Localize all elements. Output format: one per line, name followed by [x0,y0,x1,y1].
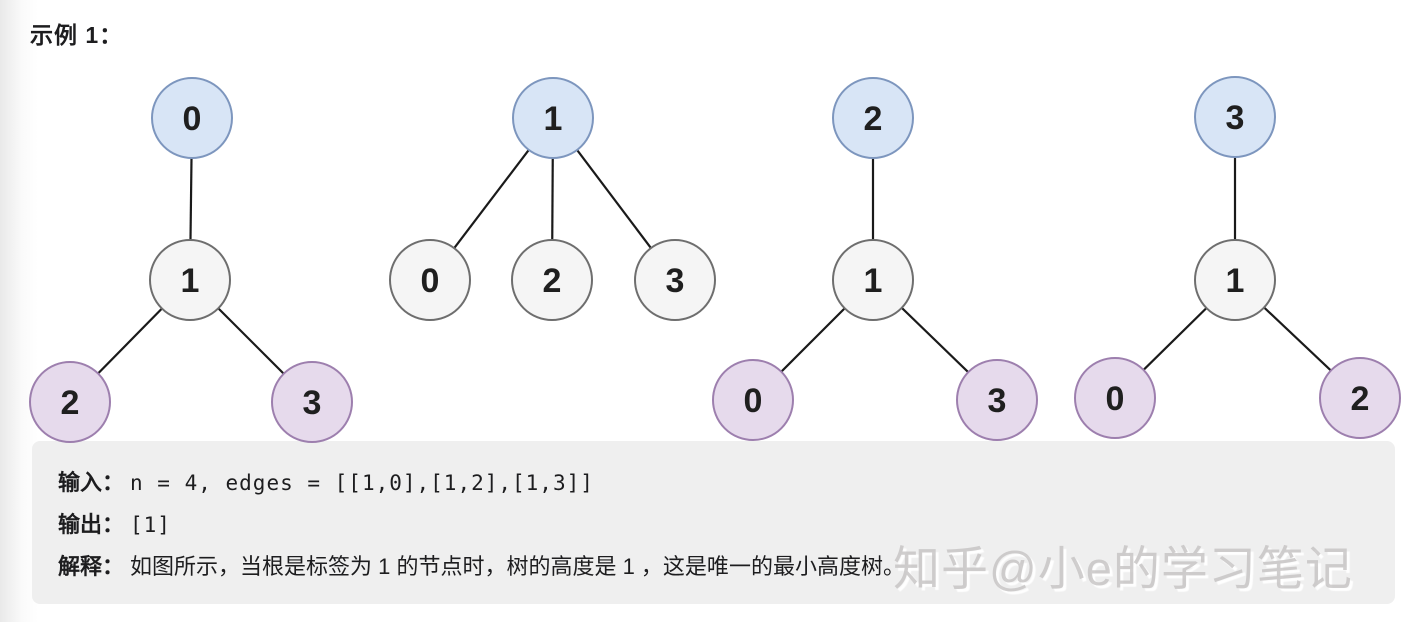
tree1-node-1-circle [512,77,594,159]
tree0-node-3-label: 3 [303,384,322,422]
tree0-node-2-label: 2 [61,384,80,422]
tree3-node-0-circle [1074,357,1156,439]
explanation-text: 如图所示，当根是标签为 1 的节点时，树的高度是 1 ，这是唯一的最小高度树。 [130,553,905,579]
watermark: 知乎@小e的学习笔记 [893,542,1353,595]
tree-rooted-at-0: 0 1 2 3 [29,77,353,443]
tree1-node-1-label: 1 [544,100,563,138]
tree2-node-0-label: 0 [744,382,763,420]
tree3-node-2-circle [1319,357,1401,439]
input-value: n = 4, edges = [[1,0],[1,2],[1,3]] [130,470,594,495]
tree0-node-1-label: 1 [181,262,200,300]
tree3-node-3-label: 3 [1226,99,1245,137]
tree3-node-0-label: 0 [1106,380,1125,418]
tree-rooted-at-2: 2 1 0 3 [712,77,1038,441]
tree1-node-2-label: 2 [543,262,562,300]
tree2-node-2-label: 2 [864,100,883,138]
example-io-box: 输入： n = 4, edges = [[1,0],[1,2],[1,3]] 输… [32,441,1395,604]
tree1-node-2-circle [511,239,593,321]
tree0-node-1-circle [149,239,231,321]
input-label: 输入： [58,469,125,495]
tree1-node-0-label: 0 [421,262,440,300]
tree0-node-0-circle [151,77,233,159]
tree3-node-1-label: 1 [1226,262,1245,300]
tree1-node-3-circle [634,239,716,321]
tree-rooted-at-3: 3 1 0 2 [1074,76,1401,439]
tree2-node-3-label: 3 [988,382,1007,420]
explanation-label: 解释： [58,553,125,579]
input-row: 输入： n = 4, edges = [[1,0],[1,2],[1,3]] [58,465,1369,497]
trees-diagram: 0 1 2 3 1 0 2 3 2 [29,76,1401,443]
tree1-node-0-circle [389,239,471,321]
tree3-node-1-circle [1194,239,1276,321]
tree2-node-0-circle [712,359,794,441]
tree3-node-3-circle [1194,76,1276,158]
output-label: 输出： [58,511,125,537]
tree0-node-2-circle [29,361,111,443]
tree2-node-1-circle [832,239,914,321]
tree3-node-2-label: 2 [1351,380,1370,418]
example-title: 示例 1： [30,22,124,48]
tree2-node-2-circle [832,77,914,159]
tree-rooted-at-1: 1 0 2 3 [389,77,716,321]
tree0-node-0-label: 0 [183,100,202,138]
tree2-node-1-label: 1 [864,262,883,300]
output-value: [1] [130,512,171,537]
explanation-row: 解释： 如图所示，当根是标签为 1 的节点时，树的高度是 1 ，这是唯一的最小高… [58,549,1369,581]
tree1-node-3-label: 3 [666,262,685,300]
output-row: 输出： [1] [58,507,1369,539]
tree0-node-3-circle [271,361,353,443]
tree2-node-3-circle [956,359,1038,441]
